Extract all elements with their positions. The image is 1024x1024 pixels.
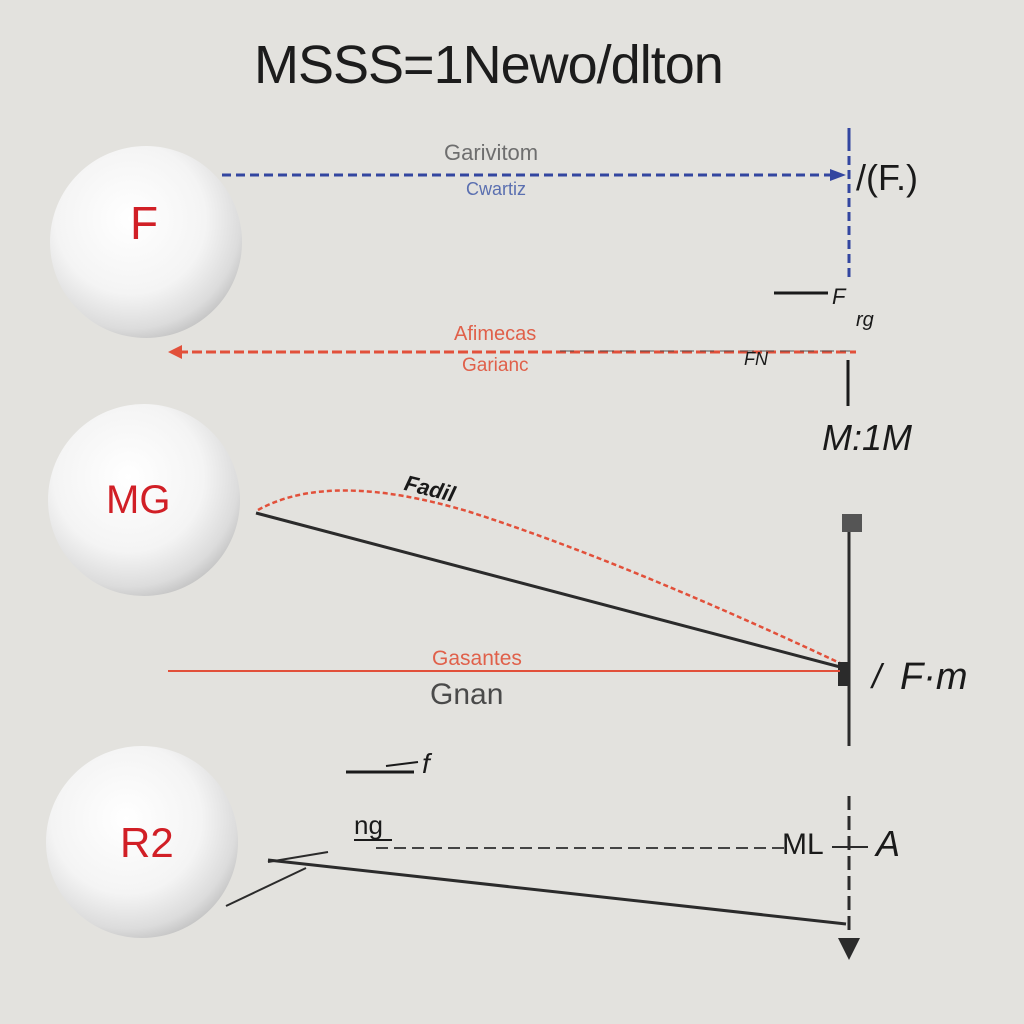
pointer-line-upper bbox=[267, 851, 329, 863]
label-lower-ng: ng bbox=[354, 810, 383, 840]
red-arrow-head bbox=[168, 345, 182, 359]
label-mid-red: Gasantes bbox=[432, 647, 522, 670]
page-title: MSSS=1Newo/dlton bbox=[254, 35, 724, 95]
axis-cap bbox=[842, 514, 862, 532]
sphere-top bbox=[50, 146, 242, 338]
label-mid-dark: Gnan bbox=[430, 678, 504, 711]
label-right-top: /(F.) bbox=[856, 157, 918, 198]
pointer-line-lower bbox=[225, 867, 307, 907]
label-red-upper: Afimecas bbox=[454, 323, 537, 345]
sphere-middle bbox=[48, 404, 240, 596]
label-red-lower: Garianc bbox=[462, 355, 529, 376]
diagonal-line-middle bbox=[255, 511, 845, 670]
label-lower-right-a: A bbox=[876, 823, 901, 864]
label-blue-upper: Garivitom bbox=[444, 140, 539, 165]
diagonal-end-marker bbox=[838, 662, 850, 686]
sphere-bottom bbox=[46, 746, 238, 938]
sphere-label-middle: MG bbox=[106, 478, 171, 522]
red-curve bbox=[257, 489, 843, 666]
sphere-label-top: F bbox=[130, 197, 159, 249]
lower-f-line-2 bbox=[385, 761, 419, 767]
label-blue-lower: Cwartiz bbox=[466, 179, 527, 199]
label-lower-f: f bbox=[422, 748, 430, 779]
label-red-right: FN bbox=[744, 349, 768, 369]
bottom-diagonal bbox=[267, 858, 847, 926]
down-arrow-head bbox=[838, 938, 860, 960]
blue-arrow-head bbox=[830, 169, 846, 181]
label-lower-right-m: ML bbox=[782, 828, 824, 861]
label-short-g: rg bbox=[856, 309, 874, 331]
label-short-f: F bbox=[832, 284, 846, 309]
label-right-mid: F·m bbox=[900, 656, 968, 698]
right-mid-tick: / bbox=[872, 658, 882, 696]
sphere-label-bottom: R2 bbox=[120, 819, 174, 866]
label-m-ratio: M:1M bbox=[822, 417, 912, 458]
